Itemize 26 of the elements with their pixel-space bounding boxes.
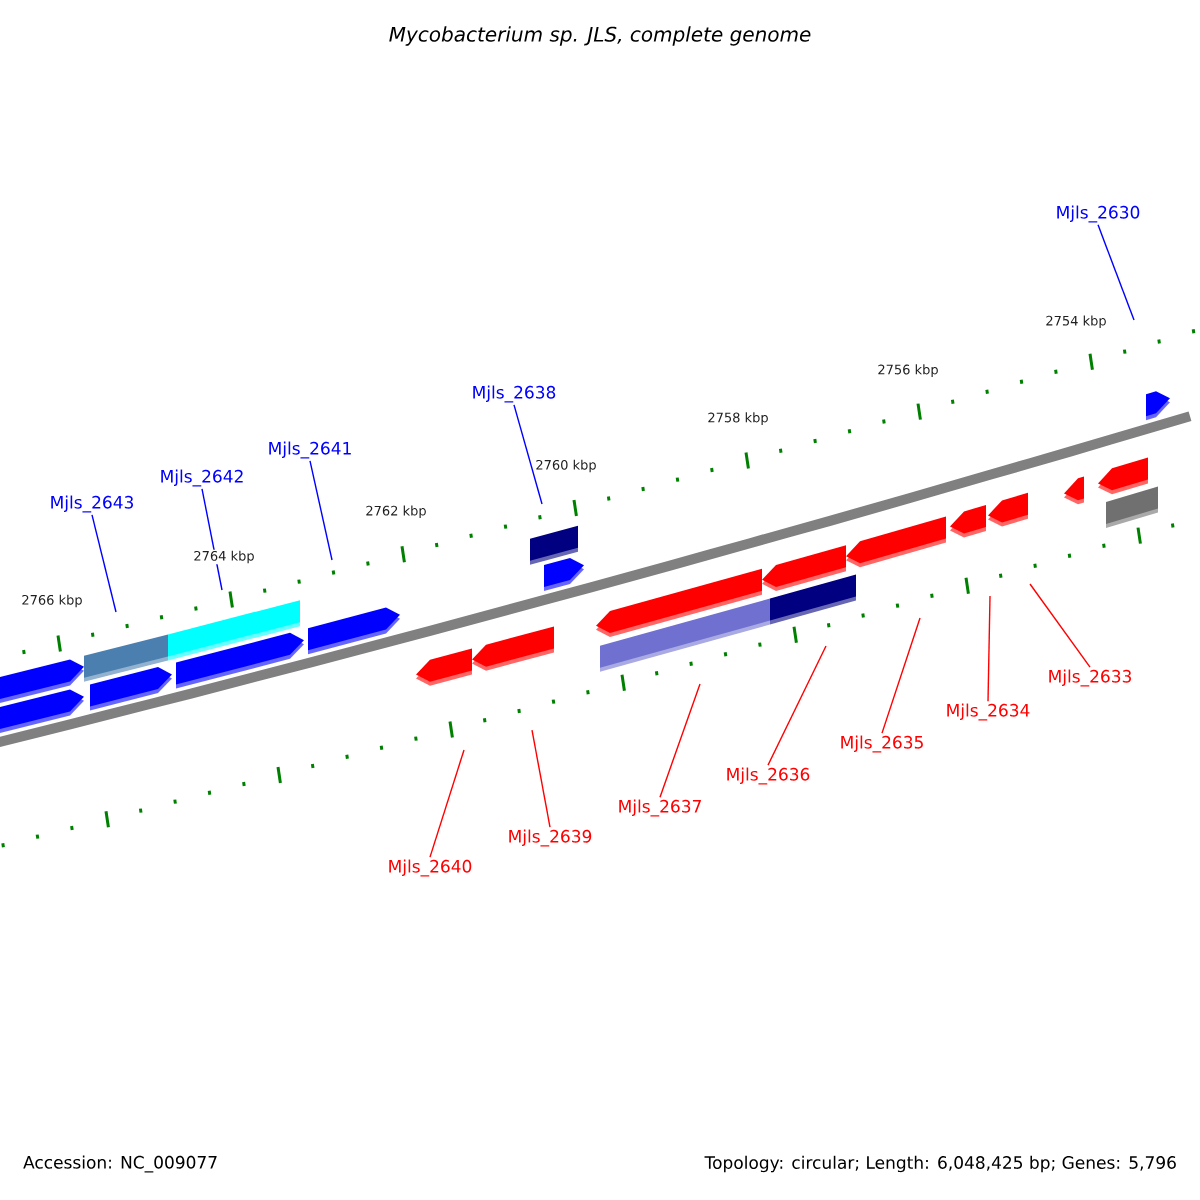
gene-label: Mjls_2637 [619,799,701,817]
title: Mycobacterium sp. JLS, complete genome [389,26,811,46]
leader-line [429,749,465,858]
gene-label: Mjls_2634 [947,703,1030,721]
leader-line [1029,583,1091,668]
leader-line [767,645,827,766]
gene-label: Mjls_2633 [1049,669,1131,687]
leader-line [659,683,701,798]
gene-label: Mjls_2640 [389,859,472,877]
gene-label: Mjls_2642 [161,469,243,487]
leader-line [1097,224,1135,321]
leader-line [881,617,921,734]
leader-line [91,514,117,613]
accession-text: Accession: NC_009077 [23,1155,217,1173]
leader-line [531,729,551,828]
gene-label: Mjls_2635 [841,735,923,753]
gene-label: Mjls_2638 [473,385,556,403]
gene-label: Mjls_2641 [269,441,351,459]
leader-line [987,595,991,702]
genome-info-text: Topology: circular; Length: 6,048,425 bp; Genes: 5,796 [704,1155,1176,1173]
leader-line [513,404,543,505]
gene-label: Mjls_2630 [1057,205,1140,223]
leader-line [309,460,333,561]
gene-label: Mjls_2643 [51,495,133,513]
gene-label: Mjls_2639 [509,829,592,847]
gene-label: Mjls_2636 [727,767,810,785]
